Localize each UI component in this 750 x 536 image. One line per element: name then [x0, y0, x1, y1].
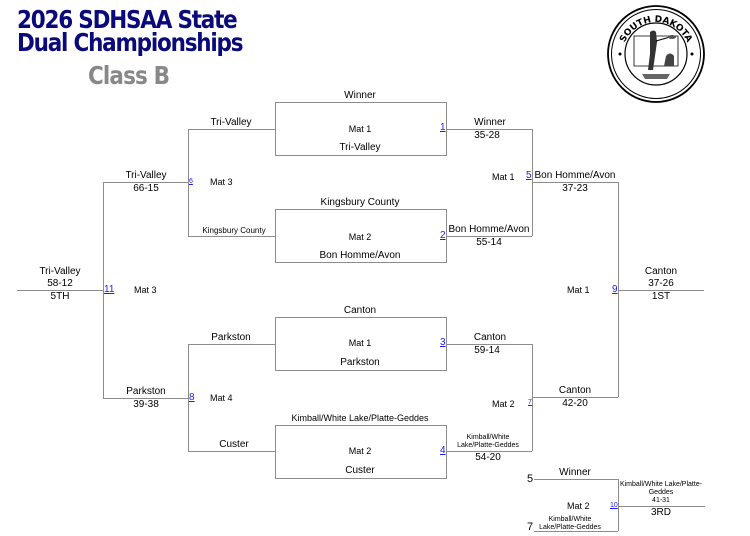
cons6-winner: Tri-Valley [125, 170, 167, 181]
cons6-mat: Mat 3 [210, 177, 233, 187]
qf4-winner-line2: Lake/Platte-Geddes [457, 442, 519, 449]
third-top-seed: 5 [527, 473, 534, 485]
sf1-winner: Bon Homme/Avon [534, 170, 616, 181]
cons8-winner: Parkston [126, 386, 166, 397]
qf3-winner-line [447, 344, 532, 345]
fifth-mat: Mat 3 [134, 285, 157, 295]
class-label: Class B [88, 61, 170, 90]
match-link-4[interactable]: 4 [440, 445, 446, 456]
cons6-top-team: Tri-Valley [210, 117, 252, 128]
qf3-mat: Mat 1 [348, 338, 372, 348]
match-link-8[interactable]: 8 [189, 392, 195, 403]
third-winner-line2: Geddes [648, 489, 674, 496]
page-title: 2026 SDHSAA State Dual Championships [17, 5, 244, 57]
cons6-score: 66-15 [133, 183, 159, 194]
qf2-score: 55-14 [476, 237, 502, 248]
third-bottom-team-line1: Kimball/White [548, 516, 592, 523]
fifth-score: 58-12 [47, 278, 73, 289]
qf4-bottom-team: Custer [345, 465, 375, 476]
match-link-2[interactable]: 2 [440, 230, 446, 241]
match-link-6[interactable]: 6 [189, 178, 193, 185]
fifth-winner: Tri-Valley [39, 266, 81, 277]
third-bottom-line [534, 531, 618, 532]
third-top-line [534, 479, 618, 480]
match-link-11[interactable]: 11 [104, 284, 115, 295]
sdhsaa-logo: SOUTH DAKOTA [590, 4, 720, 104]
qf3-bottom-team: Parkston [340, 357, 380, 368]
qf1-winner: Winner [474, 117, 506, 128]
qf1-winner-line [447, 129, 532, 130]
qf4-match-box [275, 425, 447, 479]
qf4-mat: Mat 2 [348, 446, 372, 456]
cons8-top-line [188, 344, 275, 345]
sf1-mat: Mat 1 [492, 172, 515, 182]
match-link-3[interactable]: 3 [440, 337, 446, 348]
match-link-9[interactable]: 9 [612, 284, 618, 295]
qf2-mat: Mat 2 [348, 232, 372, 242]
final-winner-line [618, 290, 704, 291]
sf2-score: 42-20 [562, 398, 588, 409]
third-winner-line1: Kimball/White Lake/Platte- [619, 481, 703, 488]
qf4-winner-line1: Kimball/White [466, 434, 510, 441]
cons6-bottom-line [188, 236, 275, 237]
qf4-top-team: Kimball/White Lake/Platte-Geddes [291, 413, 429, 423]
cons6-connector [188, 129, 189, 236]
cons6-bottom-team: Kingsbury County [202, 226, 266, 235]
match-link-1[interactable]: 1 [440, 122, 446, 133]
sf1-score: 37-23 [562, 183, 588, 194]
first-place-label: 1ST [651, 291, 671, 302]
cons8-score: 39-38 [133, 399, 159, 410]
cons6-top-line [188, 129, 275, 130]
title-line-1: 2026 SDHSAA State [17, 5, 238, 34]
cons8-winner-line [103, 398, 188, 399]
fifth-winner-line [17, 290, 103, 291]
qf4-score: 54-20 [475, 452, 501, 463]
qf2-bottom-team: Bon Homme/Avon [319, 250, 401, 261]
qf2-winner: Bon Homme/Avon [448, 224, 530, 235]
third-score: 41-31 [652, 497, 670, 504]
qf2-winner-line [447, 236, 532, 237]
fifth-connector [103, 182, 104, 398]
sf2-mat: Mat 2 [492, 399, 515, 409]
qf4-winner-line [447, 451, 532, 452]
third-mat: Mat 2 [567, 501, 590, 511]
qf2-top-team: Kingsbury County [320, 197, 400, 208]
sf2-winner-line [532, 397, 618, 398]
third-connector [618, 479, 619, 531]
cons6-winner-line [103, 182, 188, 183]
title-line-2: Dual Championships [17, 28, 244, 57]
qf1-bottom-team: Tri-Valley [339, 142, 381, 153]
seal-icon: SOUTH DAKOTA [607, 5, 705, 103]
qf3-top-team: Canton [343, 305, 377, 316]
champion-name: Canton [644, 266, 678, 277]
qf1-mat: Mat 1 [348, 124, 372, 134]
third-place-label: 3RD [650, 507, 672, 518]
fifth-place-label: 5TH [50, 291, 70, 302]
sf1-winner-line [532, 182, 618, 183]
match-link-10[interactable]: 10 [610, 502, 618, 509]
cons8-mat: Mat 4 [210, 393, 233, 403]
match-link-7[interactable]: 7 [528, 399, 532, 406]
cons8-top-team: Parkston [211, 332, 251, 343]
qf3-score: 59-14 [474, 345, 500, 356]
final-connector [618, 182, 619, 397]
cons8-connector [188, 344, 189, 451]
qf1-match-box [275, 102, 447, 156]
final-score: 37-26 [648, 278, 674, 289]
third-top-team: Winner [559, 467, 591, 478]
third-bottom-team-line2: Lake/Platte-Geddes [539, 524, 601, 531]
third-winner-line [618, 506, 705, 507]
qf3-match-box [275, 317, 447, 371]
match-link-5[interactable]: 5 [526, 170, 532, 181]
qf1-score: 35-28 [474, 130, 500, 141]
third-bottom-seed: 7 [527, 521, 534, 533]
qf3-winner: Canton [473, 332, 507, 343]
cons8-bottom-line [188, 451, 275, 452]
final-mat: Mat 1 [567, 285, 590, 295]
cons8-bottom-team: Custer [219, 439, 249, 450]
qf1-top-team: Winner [344, 90, 376, 101]
qf2-match-box [275, 209, 447, 263]
sf2-winner: Canton [558, 385, 592, 396]
